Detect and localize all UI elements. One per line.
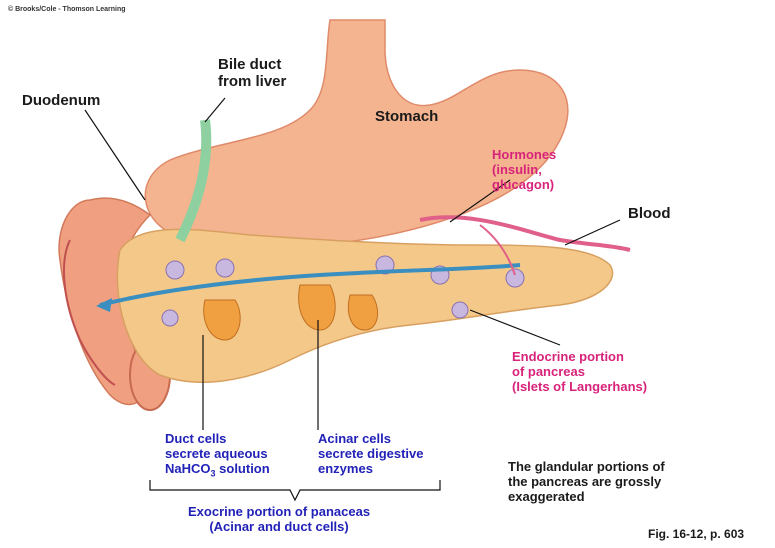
figure-reference: Fig. 16-12, p. 603	[648, 528, 744, 542]
exocrine-brace	[150, 480, 440, 500]
islet	[452, 302, 468, 318]
label-note-line1: The glandular portions of	[508, 460, 665, 475]
islet	[166, 261, 184, 279]
label-hormones-line3: glucagon)	[492, 178, 556, 193]
leader-bile	[205, 98, 225, 122]
label-acinar-line3: enzymes	[318, 462, 424, 477]
islet	[216, 259, 234, 277]
formula-post: solution	[216, 461, 270, 476]
label-exocrine-line2: (Acinar and duct cells)	[188, 520, 370, 535]
leader-endocrine	[470, 310, 560, 345]
label-endocrine-line1: Endocrine portion	[512, 350, 647, 365]
label-note-line3: exaggerated	[508, 490, 665, 505]
label-duct-cells-line1: Duct cells	[165, 432, 270, 447]
islet	[162, 310, 178, 326]
label-bile-duct-line2: from liver	[218, 73, 286, 90]
label-exocrine: Exocrine portion of panaceas (Acinar and…	[188, 505, 370, 535]
leader-duodenum	[85, 110, 145, 200]
label-acinar-line1: Acinar cells	[318, 432, 424, 447]
copyright: © Brooks/Cole - Thomson Learning	[8, 6, 126, 14]
label-duodenum: Duodenum	[22, 92, 100, 109]
label-bile-duct: Bile duct from liver	[218, 56, 286, 91]
label-note: The glandular portions of the pancreas a…	[508, 460, 665, 505]
formula-pre: NaHCO	[165, 461, 211, 476]
label-duct-cells-line2: secrete aqueous	[165, 447, 270, 462]
label-endocrine: Endocrine portion of pancreas (Islets of…	[512, 350, 647, 395]
label-blood: Blood	[628, 205, 671, 222]
islet	[506, 269, 524, 287]
label-acinar-line2: secrete digestive	[318, 447, 424, 462]
label-note-line2: the pancreas are grossly	[508, 475, 665, 490]
leader-blood	[565, 220, 620, 245]
label-hormones: Hormones (insulin, glucagon)	[492, 148, 556, 193]
label-endocrine-line3: (Islets of Langerhans)	[512, 380, 647, 395]
label-hormones-line1: Hormones	[492, 148, 556, 163]
label-duct-cells-line3: NaHCO3 solution	[165, 462, 270, 479]
label-bile-duct-line1: Bile duct	[218, 56, 286, 73]
label-stomach: Stomach	[375, 108, 438, 125]
label-hormones-line2: (insulin,	[492, 163, 556, 178]
label-exocrine-line1: Exocrine portion of panaceas	[188, 505, 370, 520]
label-endocrine-line2: of pancreas	[512, 365, 647, 380]
label-acinar-cells: Acinar cells secrete digestive enzymes	[318, 432, 424, 477]
label-duct-cells: Duct cells secrete aqueous NaHCO3 soluti…	[165, 432, 270, 479]
